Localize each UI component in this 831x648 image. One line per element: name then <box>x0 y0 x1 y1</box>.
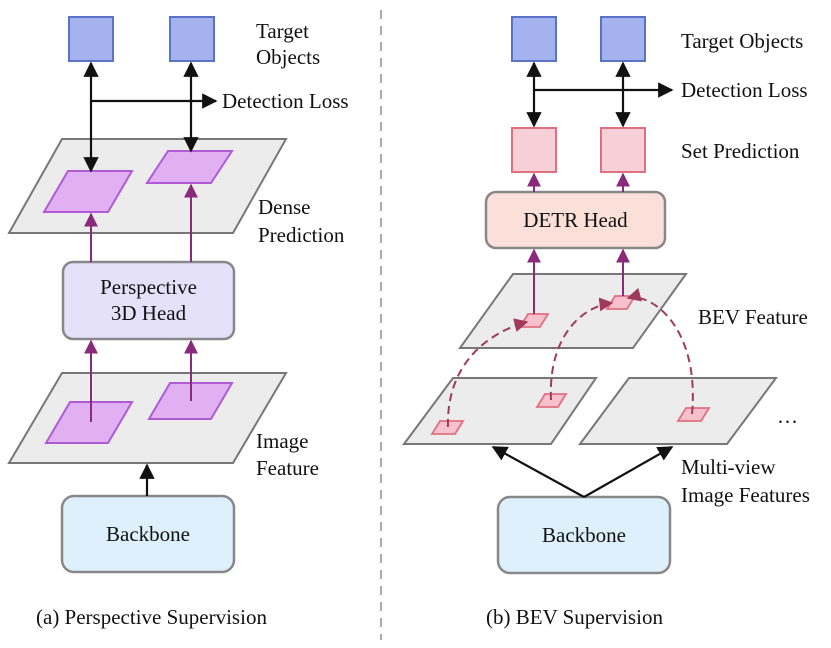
set-prediction-b2 <box>600 127 646 173</box>
view-cell-1 <box>430 420 465 435</box>
set-prediction-b1 <box>511 127 557 173</box>
label-target-objects-b: Target Objects <box>681 29 804 53</box>
caption-b: (b) BEV Supervision <box>486 605 663 629</box>
label-dense-prediction: Dense Prediction <box>258 195 345 247</box>
backbone-label-a: Backbone <box>106 522 190 546</box>
dense-cell-left <box>42 170 134 213</box>
label-image-feature: Image Feature <box>256 429 319 480</box>
label-set-prediction: Set Prediction <box>681 139 800 163</box>
label-bev-feature: BEV Feature <box>698 305 808 329</box>
label-target-objects-a: Target Objects <box>256 19 321 69</box>
panel-b <box>402 16 778 575</box>
dashed-arc-1 <box>446 318 529 428</box>
detr-head-label: DETR Head <box>523 208 628 232</box>
target-object-a2 <box>169 16 215 62</box>
view-plane-right <box>578 377 778 445</box>
backbone-to-view-right <box>583 446 674 498</box>
perspective-head-box <box>61 260 236 341</box>
caption-a: (a) Perspective Supervision <box>36 605 267 629</box>
image-feature-plane <box>7 372 288 464</box>
panel-a <box>7 16 288 574</box>
label-detection-loss-a: Detection Loss <box>222 89 349 113</box>
dashed-arc-3 <box>626 287 694 415</box>
detr-head-box <box>484 190 667 250</box>
dense-cell-right <box>145 150 234 184</box>
view-cell-2 <box>535 393 568 408</box>
target-object-b2 <box>600 16 646 62</box>
target-object-b1 <box>511 16 557 62</box>
label-multi-view: Multi-view Image Features <box>681 455 810 507</box>
dashed-arc-2 <box>549 297 614 401</box>
backbone-to-view-left <box>491 446 585 498</box>
backbone-label-b: Backbone <box>542 523 626 547</box>
label-ellipsis: … <box>777 404 798 428</box>
perspective-head-label: Perspective 3D Head <box>100 275 197 325</box>
label-detection-loss-b: Detection Loss <box>681 78 808 102</box>
view-cell-3 <box>676 407 711 422</box>
image-cell-left <box>44 401 134 444</box>
target-object-a1 <box>68 16 114 62</box>
dense-prediction-plane <box>7 138 288 234</box>
